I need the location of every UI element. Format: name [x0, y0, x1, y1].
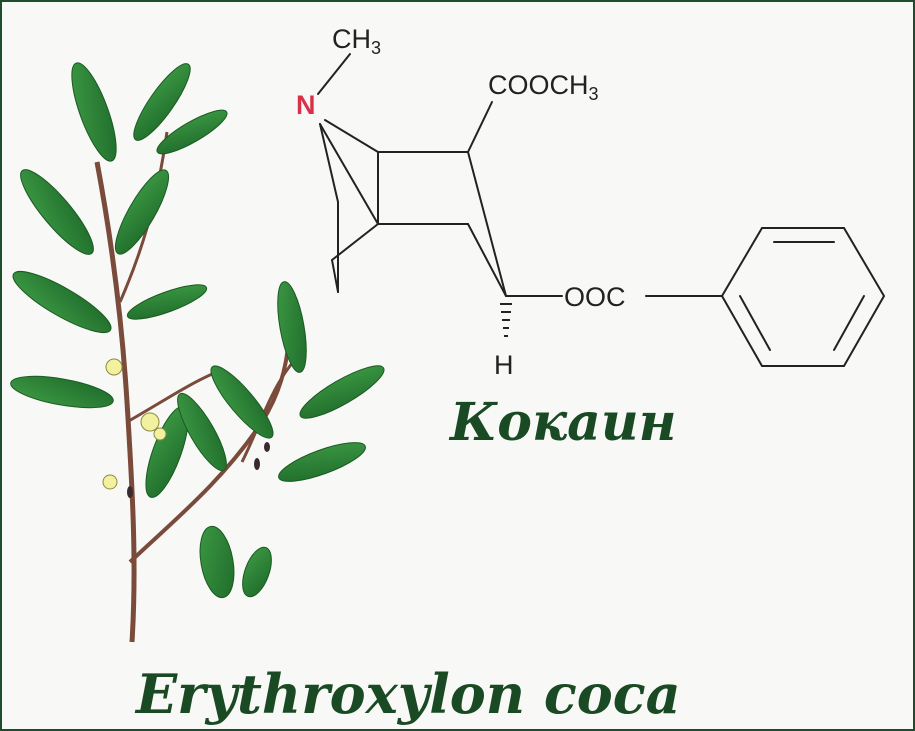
benzoyl-ester-label: OOC	[564, 282, 626, 312]
hydrogen-label: H	[494, 350, 514, 380]
compound-caption: Кокаин	[450, 392, 677, 453]
ester-label: COOCH3	[488, 70, 599, 104]
methyl-label: CH3	[332, 24, 381, 58]
nitrogen-label: N	[296, 90, 316, 120]
plant-caption: Erythroxylon coca	[136, 662, 681, 726]
